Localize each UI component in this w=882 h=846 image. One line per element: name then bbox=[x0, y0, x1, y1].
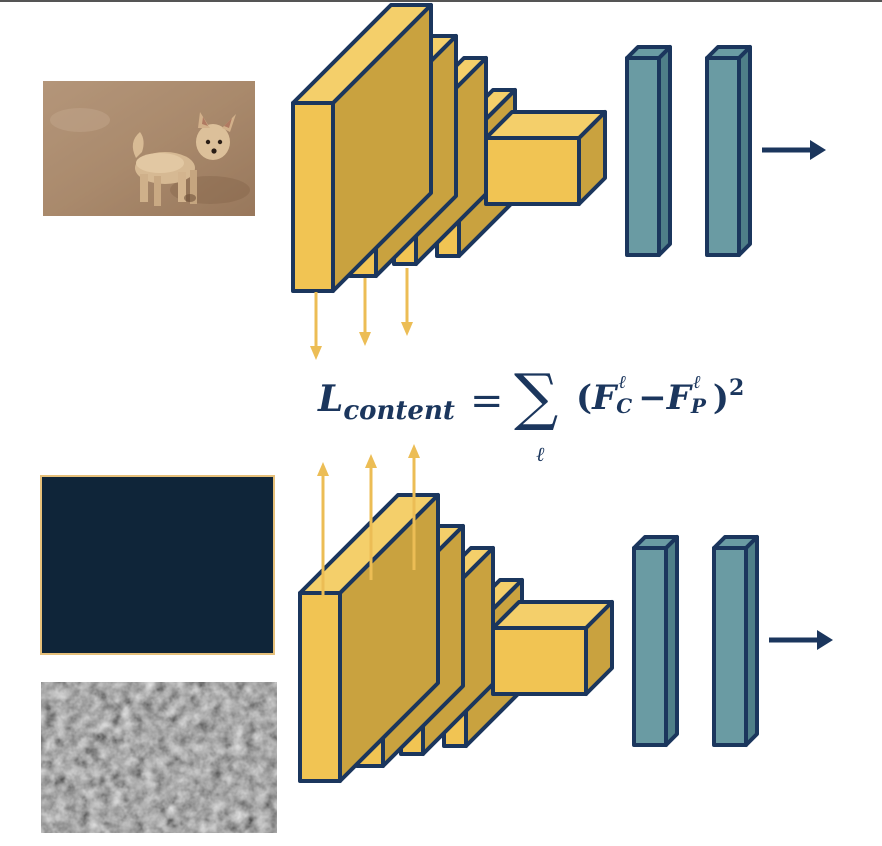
feature-generated-layer: ℓ bbox=[692, 372, 701, 393]
top-conv-block-1 bbox=[291, 3, 433, 293]
dark-navy-panel bbox=[40, 475, 275, 655]
dog-figure bbox=[132, 112, 236, 206]
minus-sign: − bbox=[638, 378, 667, 418]
feature-arrow-up-3 bbox=[408, 444, 420, 570]
top-fc-layer-2 bbox=[705, 45, 752, 257]
top-fc-layer-2-front bbox=[705, 56, 741, 257]
close-paren: ) bbox=[712, 378, 729, 418]
bottom-output-arrow bbox=[769, 630, 833, 650]
equals-sign: = bbox=[470, 378, 504, 424]
sum-index: ℓ bbox=[536, 442, 545, 466]
feature-content-subscript: C bbox=[616, 394, 633, 418]
feature-content-symbol: F bbox=[592, 378, 617, 418]
power-exponent: 2 bbox=[728, 375, 745, 401]
loss-symbol: Lcontent bbox=[318, 378, 455, 426]
feature-arrows-top bbox=[310, 268, 413, 360]
top-fc-layer-1-front bbox=[625, 56, 661, 257]
feature-arrow-down-2 bbox=[359, 278, 371, 346]
feature-arrow-up-1 bbox=[317, 462, 329, 596]
bottom-pool-block-front bbox=[491, 626, 588, 696]
loss-subscript: content bbox=[343, 396, 455, 426]
top-fc-layer-1 bbox=[625, 45, 672, 257]
bottom-fc-layer-2 bbox=[712, 535, 759, 747]
bottom-network bbox=[298, 493, 833, 783]
bottom-fc-layer-1-front bbox=[632, 546, 668, 747]
feature-arrow-down-1 bbox=[310, 292, 322, 360]
bottom-conv-block-1-front bbox=[298, 591, 342, 783]
feature-arrows-bottom bbox=[317, 444, 420, 596]
dog-photo bbox=[43, 81, 255, 216]
top-border-line bbox=[0, 0, 882, 2]
feature-generated-symbol: F bbox=[666, 378, 691, 418]
open-paren: ( bbox=[576, 378, 593, 418]
bottom-fc-layer-2-front bbox=[712, 546, 748, 747]
feature-arrow-up-2 bbox=[365, 454, 377, 580]
top-conv-block-1-front bbox=[291, 101, 335, 293]
top-network bbox=[291, 3, 826, 293]
top-pool-block-front bbox=[484, 136, 581, 206]
bottom-fc-layer-1 bbox=[632, 535, 679, 747]
feature-arrow-down-3 bbox=[401, 268, 413, 336]
top-pool-block bbox=[484, 110, 607, 206]
feature-content-layer: ℓ bbox=[618, 372, 626, 393]
sum-symbol: ∑ bbox=[514, 360, 559, 433]
gray-noise bbox=[41, 682, 277, 833]
feature-generated-subscript: P bbox=[690, 394, 706, 418]
top-output-arrow bbox=[762, 140, 826, 160]
bottom-pool-block bbox=[491, 600, 614, 696]
